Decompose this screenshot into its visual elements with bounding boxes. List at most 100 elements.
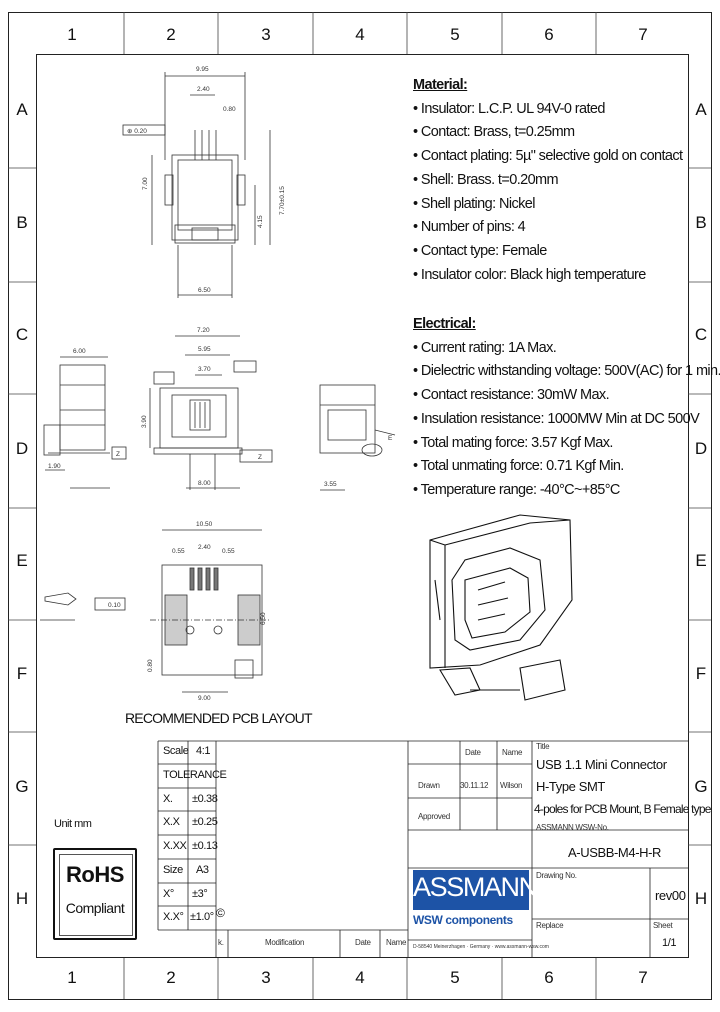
electrical-item: • Current rating: 1A Max.	[413, 339, 557, 356]
tolerance-row-label: X.XX	[163, 840, 187, 852]
dim-height-inner: 4.15	[257, 215, 264, 228]
dim-pcb-left: 0.80	[147, 659, 154, 672]
dim-front-width-3: 3.70	[198, 366, 211, 373]
dim-pcb-b: 2.40	[198, 544, 211, 551]
zone-row-c-right: C	[694, 325, 708, 344]
zone-col-3-bottom: 3	[261, 968, 271, 987]
material-item: • Contact: Brass, t=0.25mm	[413, 124, 575, 141]
tolerance-header: TOLERANCE	[163, 769, 227, 781]
dim-right: 3.55	[324, 481, 337, 488]
top-view: 9.95 2.40 0.80 ⊕ 0.20 7.00 7.70±0.15 4.1…	[122, 66, 286, 298]
dim-pcb-bottom: 9.00	[198, 695, 211, 702]
electrical-item: • Temperature range: -40°C~+85°C	[413, 481, 620, 498]
side-view-left: 6.00 Z 1.90	[43, 348, 127, 489]
zone-col-7: 7	[638, 25, 648, 44]
tolerance-row-value: ±0.25	[192, 816, 218, 828]
dim-side-width: 6.00	[73, 348, 86, 355]
tolerance-row-value: ±1.0°	[190, 911, 214, 923]
rohs-badge: RoHS Compliant	[53, 848, 137, 940]
pcb-layout: 10.50 0.55 2.40 0.55 6.50 0.80 9.00 0.10	[40, 521, 270, 702]
title-label: Title	[536, 742, 550, 751]
zone-col-5-bottom: 5	[450, 968, 460, 987]
zone-row-h-right: H	[694, 889, 708, 908]
callout-z-left: Z	[116, 451, 120, 458]
electrical-item: • Contact resistance: 30mW Max.	[413, 387, 610, 404]
material-item: • Contact type: Female	[413, 242, 547, 259]
dim-pcb-c: 0.55	[222, 548, 235, 555]
tolerance-row-label: X°	[163, 888, 174, 900]
side-view-right: E 3.55	[319, 384, 396, 491]
electrical-heading: Electrical:	[413, 316, 476, 332]
dim-side-height: 3.90	[141, 415, 148, 428]
material-item: • Shell plating: Nickel	[413, 195, 535, 212]
approved-label: Approved	[418, 812, 450, 821]
rev-col-date: Date	[355, 938, 371, 947]
dim-top-width: 9.95	[196, 66, 209, 73]
tolerance-row-value: ±0.38	[192, 793, 218, 805]
company-address: D-58540 Meinerzhagen · Germany · www.ass…	[413, 944, 549, 950]
tolerance-row-value: ±3°	[192, 888, 208, 900]
drawing-no-label: Drawing No.	[536, 871, 577, 880]
zone-row-g-right: G	[694, 777, 708, 796]
zone-col-1-bottom: 1	[67, 968, 77, 987]
zone-row-e: E	[16, 551, 28, 570]
zone-col-2: 2	[166, 25, 176, 44]
zone-row-e-right: E	[695, 551, 707, 570]
zone-col-3: 3	[261, 25, 271, 44]
company-name: ASSMANN	[413, 872, 538, 902]
zone-col-4: 4	[355, 25, 365, 44]
electrical-item: • Total unmating force: 0.71 Kgf Min.	[413, 458, 624, 475]
tolerance-row-label: X.X°	[163, 911, 184, 923]
dim-front-width: 7.20	[197, 327, 210, 334]
dim-height-left: 7.00	[142, 177, 149, 190]
zone-row-c: C	[15, 325, 29, 344]
rev-col-index: k.	[218, 938, 224, 947]
drawn-name: Wilson	[500, 781, 523, 790]
drawn-label: Drawn	[418, 781, 440, 790]
tolerance-row-value: ±0.13	[192, 840, 218, 852]
zone-col-6: 6	[544, 25, 554, 44]
zone-col-4-bottom: 4	[355, 968, 365, 987]
replace-label: Replace	[536, 921, 564, 930]
rohs-title: RoHS	[66, 862, 124, 887]
revision-symbol: ©	[216, 906, 225, 920]
company-subtitle: WSW components	[413, 913, 513, 927]
zone-col-1: 1	[67, 25, 77, 44]
electrical-item: • Total mating force: 3.57 Kgf Max.	[413, 434, 613, 451]
scale-value: 4:1	[196, 745, 211, 757]
title-line-1: USB 1.1 Mini Connector	[536, 757, 667, 772]
zone-row-b: B	[16, 213, 28, 232]
scale-label: Scale	[163, 745, 189, 757]
dim-height-right: 7.70±0.15	[279, 186, 286, 215]
drawn-date: 30.11.12	[460, 781, 489, 790]
company-logo: ASSMANN	[413, 870, 538, 910]
dim-pcb-a: 0.55	[172, 548, 185, 555]
title-line-3: 4-poles for PCB Mount, B Female type	[534, 802, 711, 816]
zone-col-2-bottom: 2	[166, 968, 176, 987]
dim-bottom-width: 6.50	[198, 287, 211, 294]
dim-pcb-side: 6.50	[260, 612, 267, 625]
zone-row-h: H	[15, 889, 29, 908]
dim-side-left: 1.90	[48, 463, 61, 470]
zone-row-d: D	[15, 439, 29, 458]
approval-date-label: Date	[465, 748, 481, 757]
zone-row-a: A	[16, 100, 28, 119]
tolerance-row-label: X.X	[163, 816, 180, 828]
callout-e: E	[388, 435, 393, 442]
dim-pcb-top: 10.50	[196, 521, 213, 528]
connector-drawings: 9.95 2.40 0.80 ⊕ 0.20 7.00 7.70±0.15 4.1…	[40, 66, 573, 702]
dim-pin-width: 0.80	[223, 106, 236, 113]
zone-col-7-bottom: 7	[638, 968, 648, 987]
material-item: • Contact plating: 5µ" selective gold on…	[413, 148, 683, 165]
material-item: • Number of pins: 4	[413, 219, 526, 236]
sheet-label: Sheet	[653, 921, 673, 930]
material-item: • Insulator color: Black high temperatur…	[413, 266, 646, 283]
zone-row-b-right: B	[695, 213, 707, 232]
material-spec: Material: • Insulator: L.C.P. UL 94V-0 r…	[413, 74, 683, 287]
callout-z-front: Z	[258, 454, 262, 461]
rev-col-name: Name	[386, 938, 407, 947]
zone-row-f-right: F	[695, 664, 707, 683]
zone-row-g: G	[15, 777, 29, 796]
